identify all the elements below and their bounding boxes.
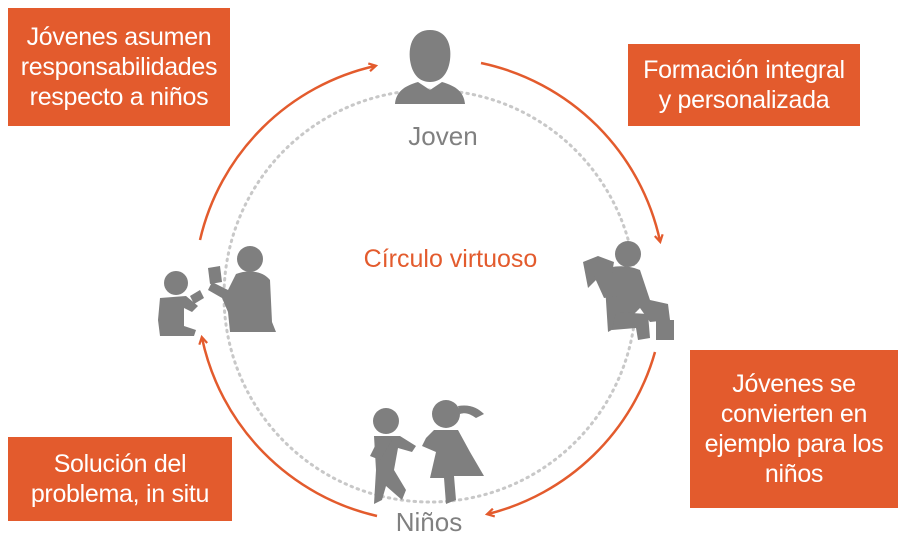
box-text-line: responsabilidades bbox=[20, 53, 218, 81]
box-text-line: Jóvenes asumen bbox=[26, 23, 212, 51]
person-icon bbox=[395, 30, 465, 104]
box-text-line: niños bbox=[764, 460, 824, 488]
playing-children-icon bbox=[370, 400, 484, 504]
arrow-top-right bbox=[480, 61, 660, 241]
center-label: Círculo virtuoso bbox=[363, 245, 538, 273]
node-label-joven: Joven bbox=[408, 121, 478, 151]
adult-with-child-icon bbox=[158, 246, 276, 336]
box-text-line: Solución del bbox=[53, 450, 187, 478]
box-bottom-right: Jóvenes se convierten en ejemplo para lo… bbox=[690, 350, 898, 508]
box-text-line: problema, in situ bbox=[30, 480, 210, 508]
box-text-line: Jóvenes se bbox=[732, 370, 856, 398]
box-text-line: y personalizada bbox=[658, 86, 830, 114]
arrow-top-left bbox=[198, 66, 375, 241]
box-text-line: convierten en bbox=[720, 400, 868, 428]
arrow-bottom-right bbox=[488, 351, 657, 514]
box-bottom-left: Solución del problema, in situ bbox=[8, 437, 232, 521]
reading-person-icon bbox=[583, 241, 674, 340]
box-text-line: ejemplo para los bbox=[704, 430, 884, 458]
box-text-line: Formación integral bbox=[643, 56, 845, 84]
box-top-left: Jóvenes asumen responsabilidades respect… bbox=[8, 8, 230, 126]
node-label-ninos: Niños bbox=[395, 507, 463, 537]
box-top-right: Formación integral y personalizada bbox=[628, 44, 860, 126]
arrow-bottom-left bbox=[202, 338, 378, 518]
box-text-line: respecto a niños bbox=[29, 83, 209, 111]
